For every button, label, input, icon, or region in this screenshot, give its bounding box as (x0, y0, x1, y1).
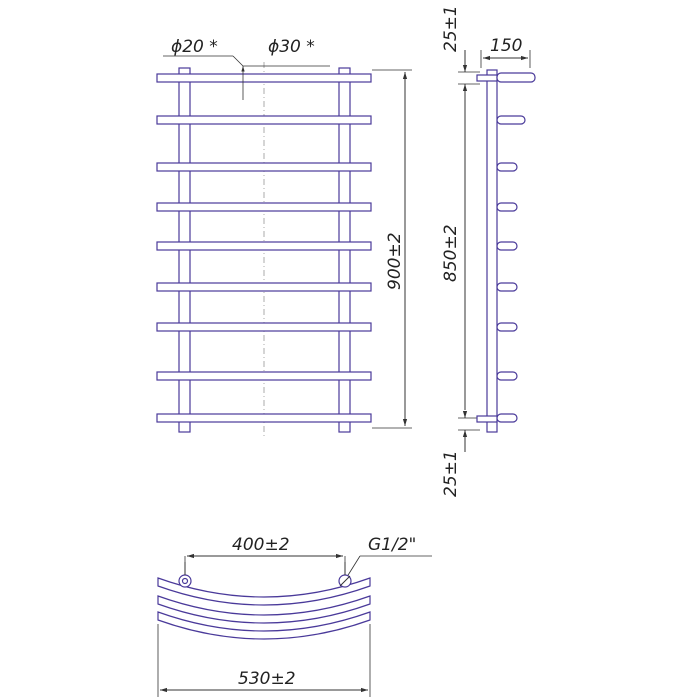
top-view: 400±2 G1/2" 530±2 (157, 535, 432, 697)
side-rung-end-1 (496, 72, 536, 83)
side-rung-ends (496, 72, 536, 423)
side-rung-end-4 (496, 202, 518, 212)
rung-8 (156, 371, 372, 381)
top-curve-1 (157, 577, 371, 606)
rung-9 (156, 413, 372, 423)
left-connection-icon (178, 562, 192, 588)
bottom-offset-label: 25±1 (441, 450, 461, 497)
side-rung-end-9 (496, 413, 518, 423)
side-rung-end-7 (496, 322, 518, 332)
side-rung-end-3 (496, 162, 518, 172)
height-dimension: 900±2 (372, 69, 412, 429)
top-curve-3 (157, 611, 371, 640)
top-offset-label: 25±1 (441, 5, 461, 52)
rung-7 (156, 322, 372, 332)
right-connection-icon (338, 562, 352, 588)
side-rung-end-6 (496, 282, 518, 292)
rungs (156, 73, 372, 423)
height-label: 900±2 (385, 232, 405, 290)
depth-label: 150 (490, 36, 522, 56)
pipe-d30-label: ϕ30 * (268, 37, 315, 57)
side-connector-bottom (476, 415, 498, 423)
front-view: ϕ20 * ϕ30 * 900±2 (156, 37, 412, 436)
top-curve-2 (157, 595, 371, 624)
side-rung-end-5 (496, 241, 518, 251)
rung-5 (156, 241, 372, 251)
side-connector-top (476, 74, 498, 82)
connection-spacing-label: 400±2 (232, 535, 290, 555)
center-distance-label: 850±2 (441, 224, 461, 282)
rung-1 (156, 73, 372, 83)
side-rung-end-8 (496, 371, 518, 381)
pipe-diameter-dimension: ϕ20 * ϕ30 * (163, 37, 330, 100)
width-label: 530±2 (238, 669, 296, 689)
rung-6 (156, 282, 372, 292)
side-view: 150 25±1 850±2 25±1 (441, 5, 536, 497)
rung-4 (156, 202, 372, 212)
side-post (486, 69, 498, 433)
thread-label: G1/2" (368, 535, 416, 555)
side-rung-end-2 (496, 115, 526, 125)
rung-3 (156, 162, 372, 172)
pipe-d20-label: ϕ20 * (171, 37, 218, 57)
rung-2 (156, 115, 372, 125)
